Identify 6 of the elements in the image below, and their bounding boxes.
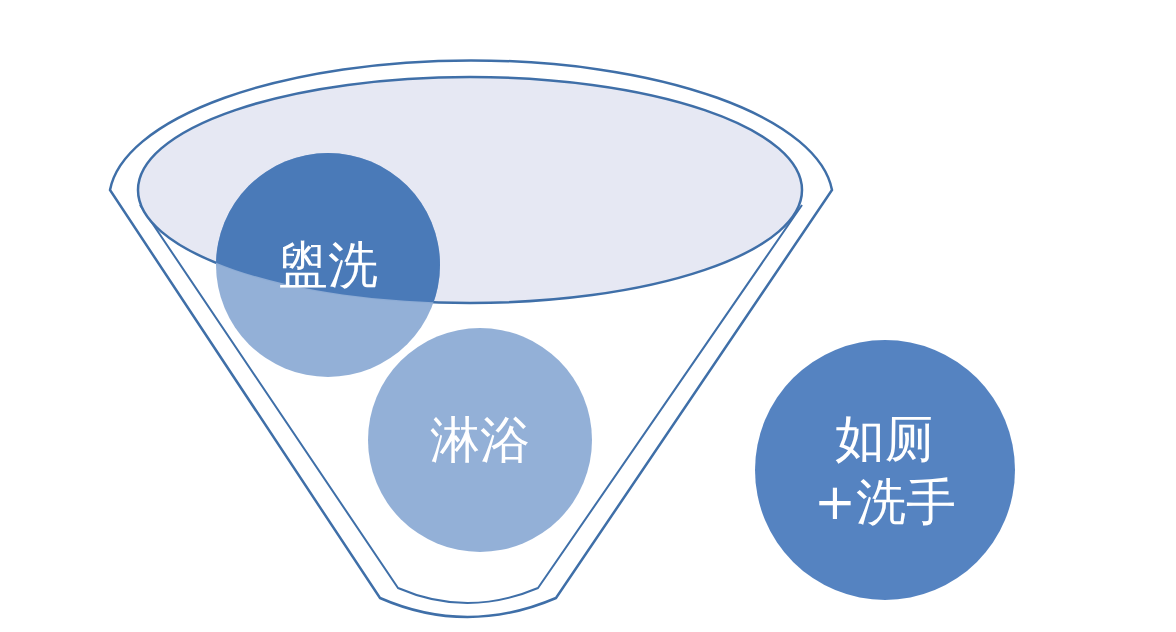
circle-label: 盥洗 (277, 234, 379, 296)
circle-node (216, 153, 440, 377)
circle-node (368, 328, 592, 552)
circle-node (755, 340, 1015, 600)
circle-label: 淋浴 (429, 409, 531, 471)
circle-label: 如厕+洗手 (813, 408, 957, 532)
